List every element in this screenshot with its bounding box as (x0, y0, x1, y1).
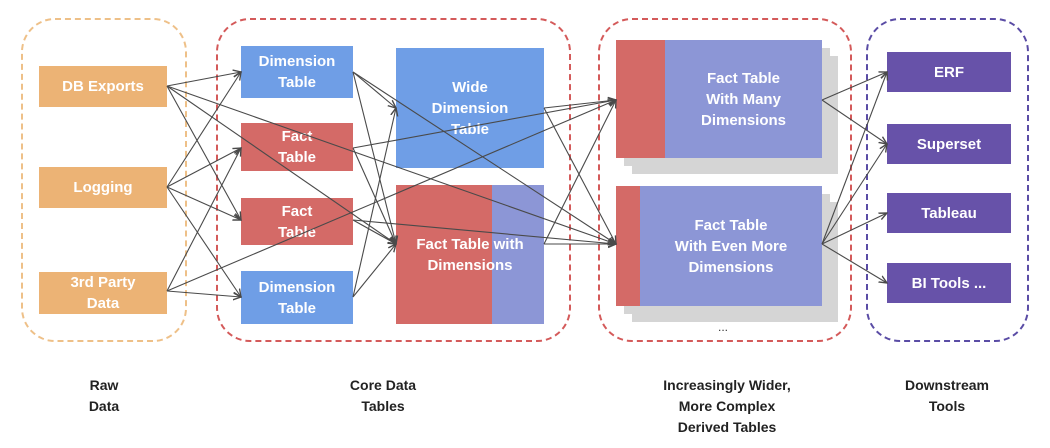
db-exports-box: DB Exports (39, 66, 167, 107)
fact-section (616, 186, 640, 306)
fact-table-even-more-dimensions-box (616, 186, 822, 306)
erf-box: ERF (887, 52, 1011, 92)
bi-tools-box: BI Tools ... (887, 263, 1011, 303)
logging-box: Logging (39, 167, 167, 208)
raw-data-caption: Raw Data (88, 377, 120, 414)
more-tables-ellipsis: ... (718, 320, 729, 334)
wide-dimension-table-box: Wide Dimension Table (396, 48, 544, 168)
fact-table-with-dimensions-label: Fact Table with Dimensions (416, 235, 524, 274)
fact-table-1-box: Fact Table (241, 123, 353, 171)
fact-table-2-box: Fact Table (241, 198, 353, 245)
derived-tables-caption: Increasingly Wider, More Complex Derived… (663, 377, 791, 435)
dimension-table-1-box: Dimension Table (241, 46, 353, 98)
core-data-tables-caption: Core Data Tables (349, 377, 417, 414)
superset-box: Superset (887, 124, 1011, 164)
downstream-tools-caption: Downstream Tools (904, 377, 990, 414)
tableau-box: Tableau (887, 193, 1011, 233)
fact-table-even-more-dimensions-label: Fact Table With Even More Dimensions (674, 216, 788, 276)
dimension-table-2-box: Dimension Table (241, 271, 353, 324)
fact-table-many-dimensions-label: Fact Table With Many Dimensions (700, 69, 787, 129)
fact-table-many-dimensions-box (616, 40, 822, 158)
third-party-data-box: 3rd Party Data (39, 272, 167, 314)
fact-section (616, 40, 665, 158)
